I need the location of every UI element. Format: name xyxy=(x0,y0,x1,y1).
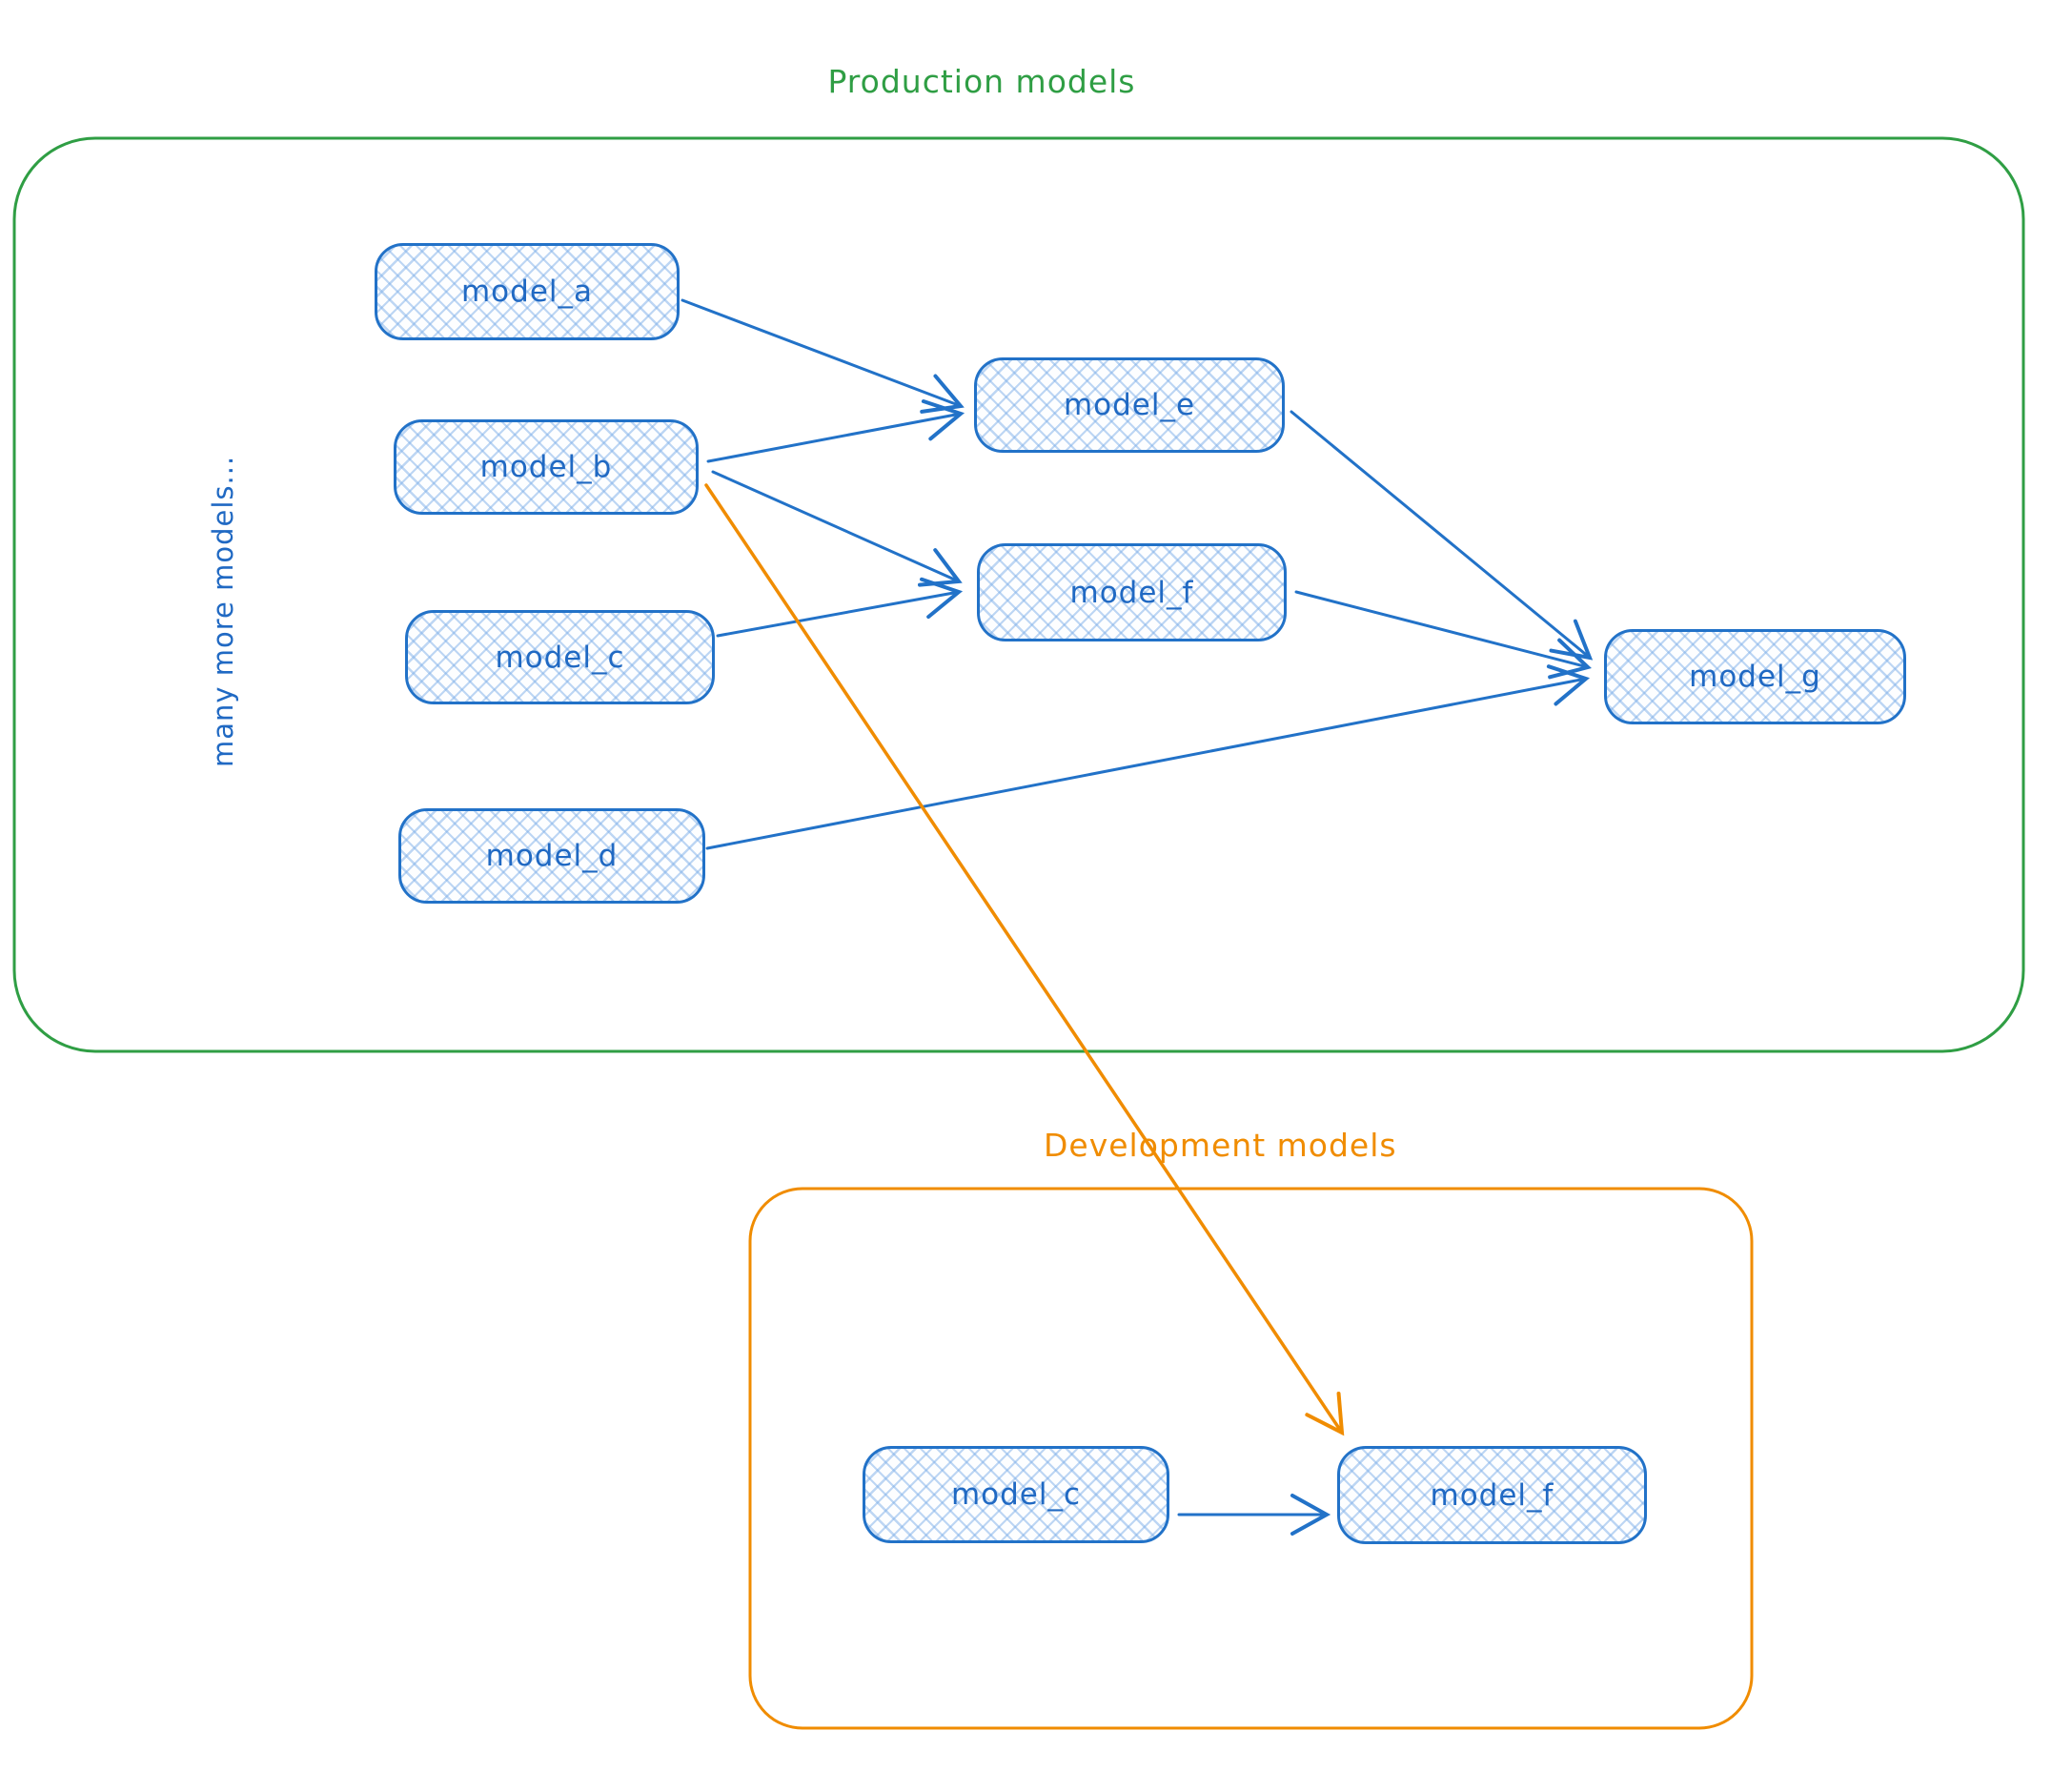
node-model-d: model_d xyxy=(398,808,705,904)
node-dev-model-f: model_f xyxy=(1337,1446,1647,1544)
edge-model-b-to-dev-model-f xyxy=(704,483,1345,1436)
node-model-b-label: model_b xyxy=(479,450,613,484)
edge-model-b-to-model-f xyxy=(711,470,963,587)
development-container-label: Development models xyxy=(1044,1127,1397,1164)
node-model-c-label: model_c xyxy=(495,640,625,675)
node-model-e-label: model_e xyxy=(1063,388,1196,422)
edge-model-e-to-model-g xyxy=(1290,410,1594,661)
edge-model-d-to-model-g xyxy=(705,664,1591,850)
node-model-a-label: model_a xyxy=(460,275,594,309)
many-more-models-note: many more models... xyxy=(207,455,239,767)
node-model-c: model_c xyxy=(405,610,715,704)
node-model-f-label: model_f xyxy=(1069,575,1194,610)
node-model-d-label: model_d xyxy=(485,839,619,873)
development-container xyxy=(748,1187,1754,1730)
edge-model-b-to-model-e xyxy=(706,399,965,463)
production-container xyxy=(12,136,2025,1053)
edge-model-a-to-model-e xyxy=(681,298,965,414)
edge-model-c-to-model-f xyxy=(716,577,964,638)
node-model-e: model_e xyxy=(974,357,1285,453)
node-dev-model-c-label: model_c xyxy=(950,1477,1082,1512)
node-model-a: model_a xyxy=(375,243,680,340)
node-model-b: model_b xyxy=(394,419,699,515)
node-model-g: model_g xyxy=(1604,629,1906,724)
node-model-g-label: model_g xyxy=(1689,660,1821,694)
node-model-f: model_f xyxy=(977,543,1287,641)
edge-model-f-to-model-g xyxy=(1294,590,1592,680)
node-dev-model-f-label: model_f xyxy=(1430,1477,1554,1513)
production-container-label: Production models xyxy=(827,63,1136,100)
node-dev-model-c: model_c xyxy=(863,1446,1169,1543)
